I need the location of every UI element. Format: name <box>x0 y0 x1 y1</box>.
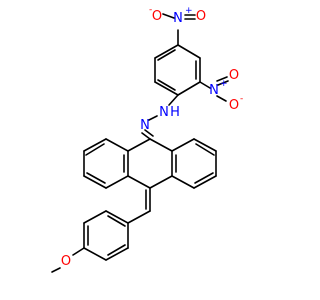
molecule-structure: N + O - O N + O O - N H N <box>51 5 243 273</box>
nitro-right-n-label: N <box>209 83 219 98</box>
right-benzo-ring <box>171 138 217 189</box>
hydrazone-nh-n-label: N <box>159 105 169 120</box>
dinitrophenyl-ring <box>154 44 201 96</box>
nitro-group-top: N + O - O <box>149 5 206 46</box>
nitro-right-plus-label: + <box>220 79 228 89</box>
benzylidene-linkage <box>127 187 151 224</box>
hydrazone-nh-h-label: H <box>170 105 180 120</box>
nitro-top-o-left-label: O <box>152 9 162 24</box>
methoxy-group: O <box>51 247 85 273</box>
nitro-right-o-top-label: O <box>229 68 239 83</box>
hydrazone-linkage: N H N <box>140 94 180 140</box>
left-benzo-ring <box>83 138 129 189</box>
molecule-canvas: N + O - O N + O O - N H N <box>51 5 243 273</box>
methoxyphenyl-ring <box>83 210 129 261</box>
hydrazone-n-label: N <box>140 118 150 133</box>
nitro-group-right: N + O O - <box>199 68 243 113</box>
methoxy-o-label: O <box>61 254 71 269</box>
nitro-top-o-left-charge: - <box>149 5 152 15</box>
nitro-right-o-bottom-label: O <box>229 98 239 113</box>
nitro-top-o-right-label: O <box>196 9 206 24</box>
nitro-top-n-label: N <box>173 11 183 26</box>
nitro-right-o-bottom-charge: - <box>240 94 243 104</box>
nitro-top-plus-label: + <box>185 6 193 16</box>
central-ring <box>127 138 173 189</box>
